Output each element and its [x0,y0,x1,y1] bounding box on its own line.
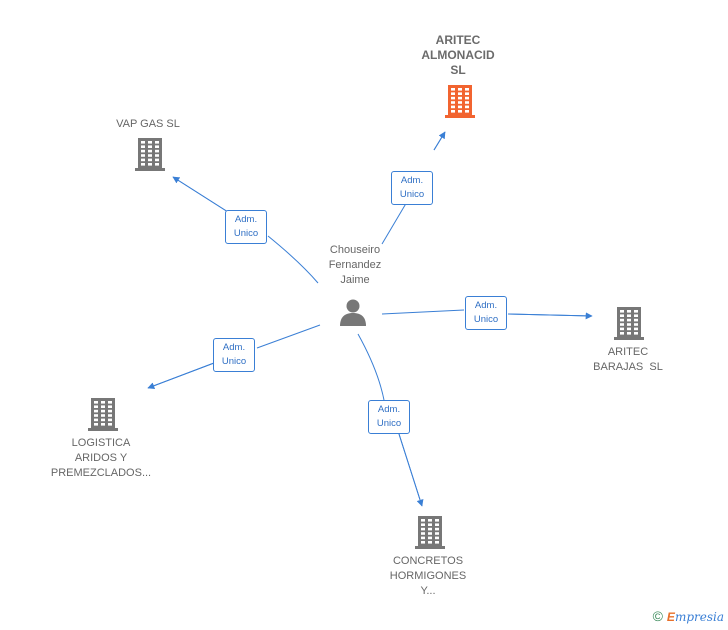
center-name-line-3: Jaime [340,274,370,286]
concretos-line-1: CONCRETOS [392,555,464,567]
person-icon[interactable] [338,297,368,327]
edge-label-concretos[interactable]: Adm. Unico [368,400,410,434]
aritec-almonacid-line-3: SL [450,63,466,77]
center-person-label[interactable]: Chouseiro Fernandez Jaime [312,243,398,288]
company-label-aritec-barajas[interactable]: ARITEC BARAJAS SL [578,345,678,375]
building-icon[interactable] [134,137,166,171]
company-label-logistica[interactable]: LOGISTICA ARIDOS Y PREMEZCLADOS... [41,436,161,481]
edge-label-line-2: Unico [376,418,402,429]
edge-label-line-1: Adm. [234,214,258,225]
concretos-line-2: HORMIGONES [389,570,467,582]
edge-label-line-1: Adm. [377,404,401,415]
edge-label-line-1: Adm. [222,342,246,353]
logistica-line-3: PREMEZCLADOS... [50,467,152,479]
brand-initial: E [666,610,675,624]
company-label-aritec-almonacid[interactable]: ARITEC ALMONACID SL [408,33,508,78]
aritec-almonacid-line-2: ALMONACID [421,48,495,62]
center-name-line-1: Chouseiro [329,244,381,256]
aritec-almonacid-line-1: ARITEC [435,33,481,47]
concretos-line-3: Y... [420,585,436,597]
edge-label-line-2: Unico [233,228,259,239]
edge-label-aritec-barajas[interactable]: Adm. Unico [465,296,507,330]
footer-brand[interactable]: ©Empresia [653,608,724,624]
edge-label-aritec-almonacid[interactable]: Adm. Unico [391,171,433,205]
logistica-line-1: LOGISTICA [71,437,131,449]
center-name-line-2: Fernandez [328,259,382,271]
edge-concretos-arrow [398,433,424,507]
edge-label-line-2: Unico [221,356,247,367]
edge-label-line-1: Adm. [474,300,498,311]
edge-aritec-almonacid-arrow [433,131,446,151]
company-label-concretos[interactable]: CONCRETOS HORMIGONES Y... [378,554,478,599]
logistica-line-2: ARIDOS Y [74,452,128,464]
building-icon[interactable] [613,306,645,340]
edge-label-vap-gas[interactable]: Adm. Unico [225,210,267,244]
edge-logistica-arrow [147,362,215,390]
edge-vap-gas-arrow [172,176,229,213]
vap-gas-line-1: VAP GAS SL [116,118,180,130]
edge-label-line-1: Adm. [400,175,424,186]
brand-name: mpresia [674,610,724,624]
edge-aritec-barajas-arrow [507,312,593,320]
company-label-vap-gas[interactable]: VAP GAS SL [98,117,198,132]
aritec-barajas-line-1: ARITEC [607,346,649,358]
edge-label-line-2: Unico [473,314,499,325]
building-icon[interactable] [414,515,446,549]
building-icon[interactable] [87,397,119,431]
edge-label-logistica[interactable]: Adm. Unico [213,338,255,372]
building-icon[interactable] [444,84,476,118]
edge-label-line-2: Unico [399,189,425,200]
aritec-barajas-line-2: BARAJAS SL [593,361,663,373]
copyright-symbol: © [652,608,663,624]
